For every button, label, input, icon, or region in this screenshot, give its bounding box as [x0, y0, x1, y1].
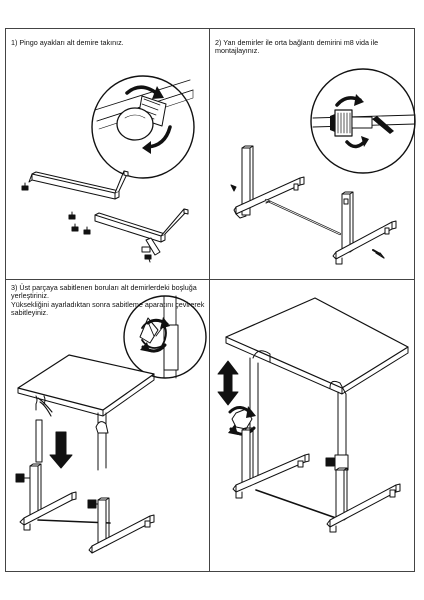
foot-pieces	[21, 182, 152, 260]
step-1-illustration	[21, 75, 195, 263]
rotate-arrow-icon-2	[335, 94, 369, 149]
table-assembled	[217, 297, 409, 533]
locking-knob-icon	[228, 406, 256, 436]
panel-divider-horizontal	[5, 279, 415, 280]
zoom-circle-screw	[310, 68, 416, 174]
step-3-illustration	[15, 295, 409, 554]
up-down-arrow-icon	[217, 360, 239, 406]
centre-bar	[264, 198, 385, 259]
table-exploded	[15, 354, 155, 554]
step-1-text: 1) Pingo ayakları alt demire takınız.	[11, 38, 124, 47]
step-2-text: 2) Yan demirler ile orta bağlantı demiri…	[215, 38, 379, 56]
zoom-circle-knob	[123, 295, 207, 379]
down-arrow-icon	[49, 431, 73, 469]
side-frame-right	[332, 191, 397, 265]
side-frame-left	[230, 145, 305, 219]
foot-bar-right	[94, 208, 189, 263]
panel-divider-vertical	[209, 28, 210, 572]
step-2-illustration	[230, 68, 416, 265]
rotate-arrow-icon	[125, 85, 172, 154]
foot-bar-left	[28, 170, 129, 200]
zoom-circle-foot	[91, 75, 195, 179]
